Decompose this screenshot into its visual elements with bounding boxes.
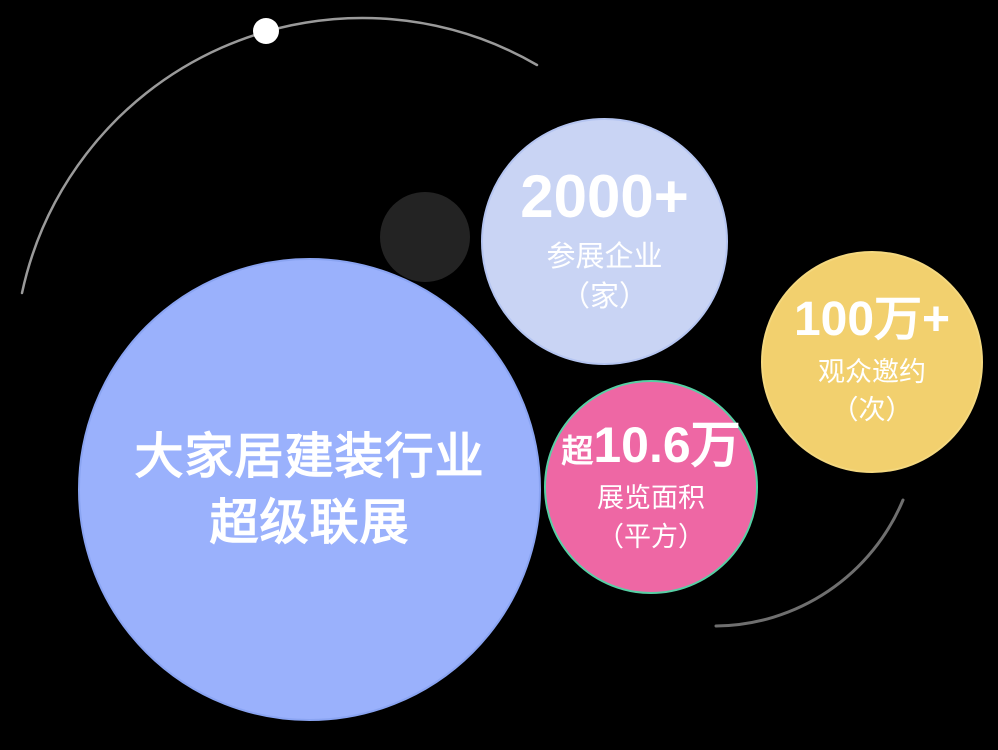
- visitors-unit: （次）: [831, 395, 913, 426]
- visitors-count: 100万+: [793, 293, 951, 347]
- visitors-label: 观众邀约: [818, 357, 926, 388]
- exhibitors-unit: （家）: [560, 281, 648, 314]
- satellite-dot-icon: [253, 18, 279, 44]
- exhibitors-count: 2000+: [520, 163, 689, 231]
- area-unit: （平方）: [597, 521, 705, 552]
- exhibitors-label: 参展企业: [546, 240, 663, 273]
- title-line-2: 超级联展: [209, 495, 410, 550]
- stat-bubble-visitor-invites: 100万+ 观众邀约 （次）: [761, 251, 983, 473]
- stat-bubble-exhibition-area: 超10.6万 展览面积 （平方）: [544, 380, 758, 594]
- title-line-1: 大家居建装行业: [134, 429, 485, 484]
- title-bubble: 大家居建装行业 超级联展: [78, 258, 541, 721]
- area-count-prefix: 超: [561, 433, 594, 470]
- stat-bubble-exhibitors: 2000+ 参展企业 （家）: [481, 118, 728, 365]
- area-label: 展览面积: [597, 483, 705, 514]
- area-count-value: 10.6万: [593, 417, 741, 474]
- area-count: 超10.6万: [561, 419, 740, 471]
- orbit-arc-top: [20, 16, 539, 295]
- orbit-arc-bottom: [714, 498, 905, 628]
- black-dot-icon: [380, 192, 470, 282]
